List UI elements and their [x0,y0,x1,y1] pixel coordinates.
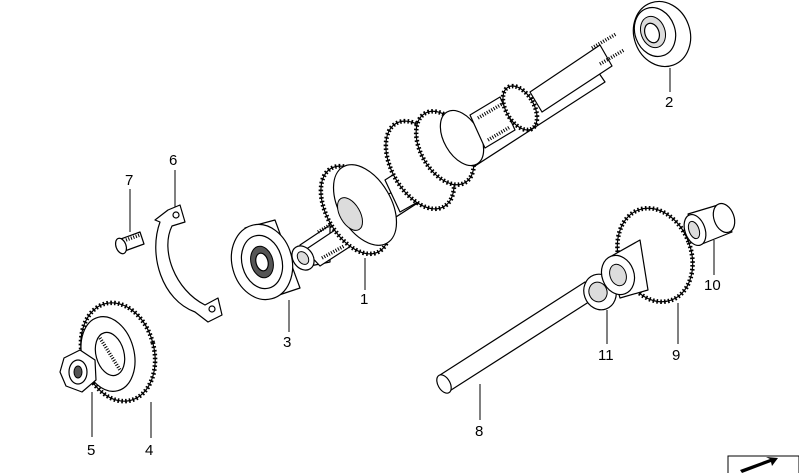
callout-1: 1 [360,291,368,308]
arrow-badge-icon [727,455,799,473]
screw [114,231,145,255]
main-shaft [291,32,625,271]
needle-bearing [683,202,736,247]
callout-3: 3 [283,334,291,351]
callout-4: 4 [145,442,153,459]
callout-7: 7 [125,172,133,189]
bearing-left [230,219,301,301]
callout-2: 2 [665,94,673,111]
callout-6: 6 [169,152,177,169]
callout-labels: 1 2 3 4 5 6 7 8 9 10 11 [87,94,721,459]
bearing-right [632,0,692,68]
nut [59,349,97,393]
callout-8: 8 [475,423,483,440]
leader-lines [91,68,715,438]
retaining-plate [154,204,223,323]
callout-11: 11 [598,347,614,364]
callout-9: 9 [672,347,680,364]
gear-9 [600,205,695,305]
callout-5: 5 [87,442,95,459]
gear-4 [78,300,158,404]
idler-shaft [436,281,596,394]
callout-10: 10 [704,277,721,294]
